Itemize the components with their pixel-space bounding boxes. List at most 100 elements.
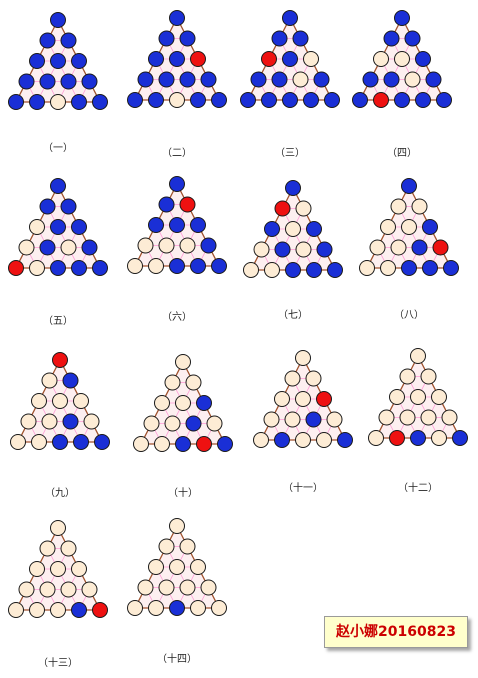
blue-peg xyxy=(92,94,108,110)
grid-line xyxy=(407,376,440,439)
blue-peg xyxy=(62,372,79,389)
blue-peg xyxy=(71,94,87,110)
blue-peg xyxy=(240,92,256,108)
puzzle-caption: （十） xyxy=(168,488,198,499)
blue-peg xyxy=(324,92,340,108)
empty-hole xyxy=(158,579,175,596)
triangle-puzzle xyxy=(10,352,110,450)
triangle-puzzle xyxy=(8,520,108,618)
blue-peg xyxy=(73,434,89,450)
red-peg xyxy=(92,602,108,618)
triangle-puzzle xyxy=(127,518,227,616)
triangle-puzzle xyxy=(368,348,468,446)
blue-peg xyxy=(39,32,56,49)
grid-line xyxy=(38,380,71,443)
puzzle-caption: （一） xyxy=(43,143,73,154)
puzzle-caption: （十二） xyxy=(398,483,438,494)
blue-peg xyxy=(190,217,206,233)
empty-hole xyxy=(410,389,426,405)
empty-hole xyxy=(295,350,311,366)
blue-peg xyxy=(394,10,410,26)
blue-peg xyxy=(29,53,45,69)
empty-hole xyxy=(295,432,311,448)
blue-peg xyxy=(415,92,431,108)
empty-hole xyxy=(18,239,35,256)
empty-hole xyxy=(127,258,143,274)
empty-hole xyxy=(83,413,100,430)
empty-hole xyxy=(169,518,185,534)
blue-peg xyxy=(148,51,164,67)
red-peg xyxy=(274,200,291,217)
empty-hole xyxy=(41,372,58,389)
blue-peg xyxy=(211,258,227,274)
blue-peg xyxy=(71,602,87,618)
empty-hole xyxy=(368,430,384,446)
blue-peg xyxy=(303,92,319,108)
blue-peg xyxy=(60,198,77,215)
red-peg xyxy=(52,352,68,368)
grid-line xyxy=(155,38,188,101)
red-peg xyxy=(373,92,389,108)
triangle-puzzle xyxy=(253,350,353,448)
empty-hole xyxy=(29,219,45,235)
empty-hole xyxy=(369,239,386,256)
grid-line xyxy=(161,382,194,445)
triangle-puzzle xyxy=(127,176,227,274)
blue-peg xyxy=(175,436,191,452)
puzzle-caption: （七） xyxy=(278,310,308,321)
empty-hole xyxy=(401,219,417,235)
empty-hole xyxy=(73,393,89,409)
blue-peg xyxy=(425,71,442,88)
grid-line xyxy=(166,38,199,101)
empty-hole xyxy=(29,561,45,577)
empty-hole xyxy=(190,559,206,575)
empty-hole xyxy=(263,411,280,428)
empty-hole xyxy=(169,559,185,575)
blue-peg xyxy=(362,71,379,88)
red-peg xyxy=(8,260,24,276)
empty-hole xyxy=(200,579,217,596)
grid-line xyxy=(155,204,188,267)
blue-peg xyxy=(158,30,175,47)
empty-hole xyxy=(164,415,181,432)
empty-hole xyxy=(285,221,301,237)
empty-hole xyxy=(399,368,416,385)
grid-line xyxy=(391,38,424,101)
empty-hole xyxy=(60,581,77,598)
blue-peg xyxy=(50,260,66,276)
red-peg xyxy=(389,430,405,446)
blue-peg xyxy=(274,241,291,258)
empty-hole xyxy=(10,434,26,450)
empty-hole xyxy=(253,432,269,448)
blue-peg xyxy=(94,434,110,450)
grid-line xyxy=(279,38,312,101)
empty-hole xyxy=(420,368,437,385)
triangle-puzzle xyxy=(8,12,108,110)
grid-line xyxy=(271,208,304,271)
empty-hole xyxy=(390,239,407,256)
empty-hole xyxy=(29,602,45,618)
blue-peg xyxy=(81,239,98,256)
blue-peg xyxy=(306,221,322,237)
blue-peg xyxy=(401,178,417,194)
blue-peg xyxy=(411,239,428,256)
empty-hole xyxy=(164,374,181,391)
blue-peg xyxy=(415,51,431,67)
red-peg xyxy=(261,51,277,67)
blue-peg xyxy=(196,395,212,411)
blue-peg xyxy=(39,73,56,90)
empty-hole xyxy=(31,434,47,450)
empty-hole xyxy=(39,540,56,557)
grid-line xyxy=(398,206,431,269)
empty-hole xyxy=(41,413,58,430)
blue-peg xyxy=(50,219,66,235)
triangle-puzzle xyxy=(243,180,343,278)
blue-peg xyxy=(394,92,410,108)
blue-peg xyxy=(443,260,459,276)
grid-line xyxy=(166,546,199,609)
empty-hole xyxy=(359,260,375,276)
blue-peg xyxy=(211,92,227,108)
blue-peg xyxy=(127,92,143,108)
red-peg xyxy=(190,51,206,67)
